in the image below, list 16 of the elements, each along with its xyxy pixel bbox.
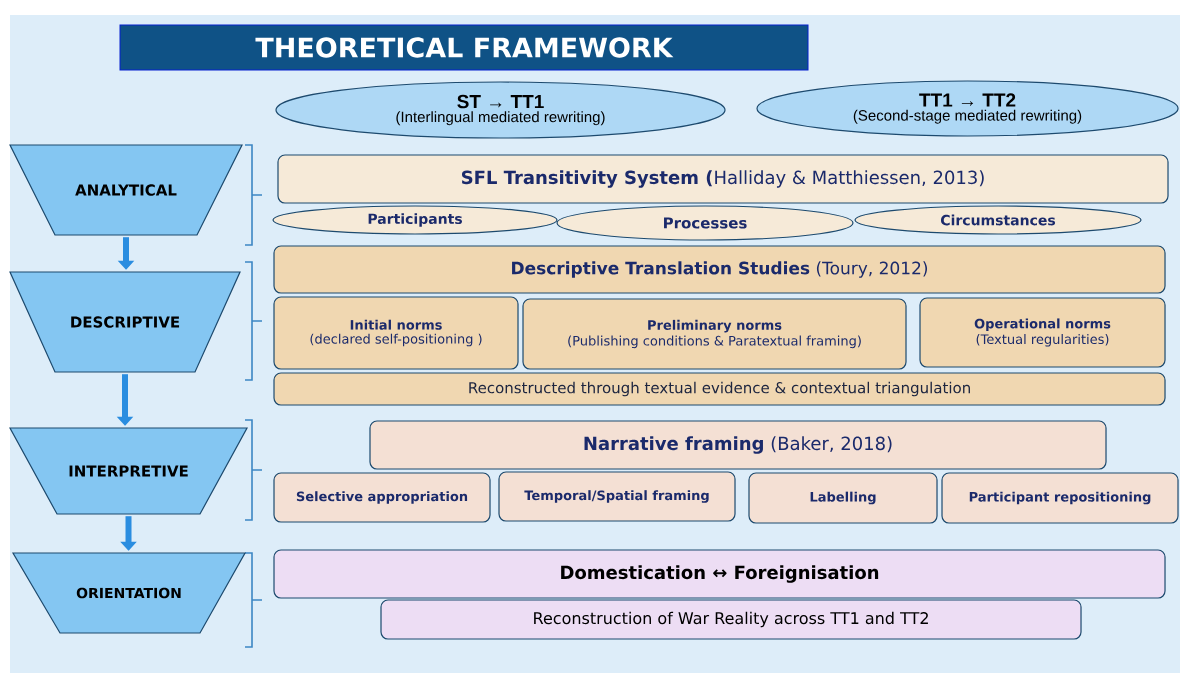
norm-box: Operational norms (Textual regularities) (919, 297, 1166, 368)
level-trapezoid: INTERPRETIVE (9, 427, 249, 515)
framework-box: Domestication ↔ Foreignisation (273, 549, 1166, 599)
note-box: Reconstructed through textual evidence & contextual triangulation (273, 372, 1166, 406)
strategy-box: Labelling (748, 472, 938, 524)
norm-box: Preliminary norms (Publishing conditions & Paratextual framing) (522, 298, 907, 370)
norm-box: Initial norms (declared self-positioning ) (273, 296, 519, 370)
note-box: Reconstruction of War Reality across TT1 and TT2 (380, 599, 1082, 640)
strategy-box: Selective appropriation (273, 472, 491, 523)
framework-box: Descriptive Translation Studies (Toury, 2012) (273, 245, 1166, 294)
level-trapezoid: DESCRIPTIVE (9, 271, 241, 373)
title-banner: THEORETICAL FRAMEWORK (119, 24, 809, 71)
strategy-box: Temporal/Spatial framing (498, 471, 736, 522)
strategy-box: Participant repositioning (941, 472, 1179, 524)
framework-box: Narrative framing (Baker, 2018) (369, 420, 1107, 470)
level-trapezoid: ANALYTICAL (9, 144, 243, 236)
